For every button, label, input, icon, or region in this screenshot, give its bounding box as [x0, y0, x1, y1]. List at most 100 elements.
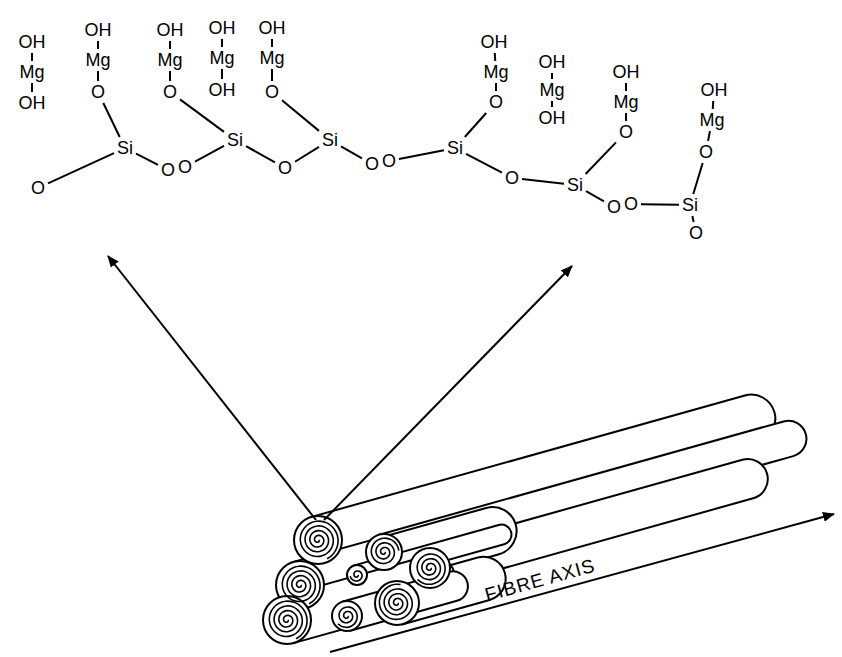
atom-symbol: OH	[209, 19, 236, 37]
atom-symbol: OH	[481, 33, 508, 51]
fibre-end	[347, 565, 367, 585]
fibre-end	[294, 516, 342, 564]
atom-symbol: OH	[19, 94, 46, 112]
atom-symbol: Mg	[157, 51, 182, 69]
pointer-arrows	[108, 256, 834, 652]
atom-symbol: Mg	[699, 111, 724, 129]
fibre-spiral	[282, 566, 320, 604]
atom-symbol: O	[163, 83, 177, 101]
fibre-end	[410, 548, 450, 588]
atom-symbol: Si	[682, 196, 698, 214]
bond-line	[271, 69, 273, 81]
atom-symbol: O	[689, 224, 703, 242]
bond-line	[692, 216, 693, 222]
fibre-spiral	[371, 538, 399, 563]
atom-symbol: O	[365, 155, 379, 173]
atom-symbol: OH	[613, 63, 640, 81]
fibre-end	[375, 581, 419, 625]
bond-line	[48, 153, 114, 183]
bond-line	[341, 146, 362, 158]
bond-line	[103, 103, 119, 137]
bond-line	[712, 101, 715, 109]
atom-symbol: Si	[227, 131, 243, 149]
bond-line	[466, 154, 502, 173]
atom-symbol: Mg	[613, 93, 638, 111]
atom-symbol: Mg	[539, 81, 564, 99]
bond-line	[195, 146, 224, 162]
bond-line	[641, 203, 679, 206]
atom-symbol: Si	[322, 131, 338, 149]
atom-symbol: O	[178, 158, 192, 176]
atom-symbol: O	[505, 169, 519, 187]
bond-line	[31, 53, 33, 61]
atom-symbol: O	[699, 143, 713, 161]
atom-symbol: Mg	[85, 51, 110, 69]
atom-symbol: O	[278, 159, 292, 177]
bond-line	[271, 39, 273, 47]
atom-symbol: O	[607, 198, 621, 216]
bond-line	[586, 142, 616, 174]
fibre-spiral	[269, 601, 307, 639]
bond-line	[180, 99, 224, 131]
atom-symbol: O	[91, 83, 105, 101]
bond-line	[693, 163, 702, 194]
bond-line	[221, 39, 223, 47]
atom-symbol: O	[382, 152, 396, 170]
atom-symbol: O	[265, 83, 279, 101]
atom-symbol: OH	[85, 21, 112, 39]
atom-symbol: O	[161, 161, 175, 179]
fibre-spiral	[338, 607, 357, 627]
atom-symbol: OH	[19, 33, 46, 51]
pointer-arrow	[324, 266, 572, 520]
bond-line	[169, 41, 171, 49]
bond-line	[399, 150, 444, 159]
atom-symbol: Mg	[209, 49, 234, 67]
bond-line	[625, 83, 627, 91]
bond-line	[551, 73, 553, 79]
bond-line	[586, 191, 604, 201]
atom-symbol: O	[619, 123, 633, 141]
atom-symbol: O	[624, 195, 638, 213]
fibre-end	[332, 601, 362, 631]
bond-line	[246, 146, 275, 162]
atom-symbol: Mg	[483, 63, 508, 81]
atom-symbol: OH	[157, 21, 184, 39]
bond-line	[282, 100, 319, 131]
atom-symbol: Si	[117, 139, 133, 157]
pointer-arrow	[108, 256, 316, 520]
atom-symbol: OH	[259, 19, 286, 37]
bond-line	[494, 53, 497, 61]
bond-line	[97, 41, 99, 49]
bond-line	[465, 113, 486, 137]
atom-symbol: OH	[701, 81, 728, 99]
bond-line	[136, 154, 158, 165]
fibre-bundle	[263, 395, 806, 644]
atom-symbol: O	[31, 179, 45, 197]
fibre-spiral	[379, 584, 412, 619]
atom-symbol: Mg	[19, 63, 44, 81]
bond-line	[625, 113, 627, 121]
bond-line	[221, 69, 223, 79]
fibre-spiral	[350, 571, 362, 581]
bond-line	[295, 147, 319, 162]
bond-line	[551, 101, 553, 107]
bond-line	[708, 131, 710, 141]
bond-lines	[32, 39, 713, 222]
atom-symbol: Si	[567, 176, 583, 194]
atom-symbol: OH	[209, 81, 236, 99]
fibre-spiral	[300, 521, 338, 559]
atom-symbol: OH	[539, 53, 566, 71]
atom-symbol: Si	[447, 139, 463, 157]
fibre-spiral	[417, 554, 445, 584]
bond-line	[495, 83, 497, 91]
bond-line	[31, 83, 33, 92]
axis-arrow	[330, 514, 834, 652]
fibre-end	[263, 596, 311, 644]
fibre-end	[366, 534, 402, 570]
atom-symbol: Mg	[259, 49, 284, 67]
atom-symbol: OH	[539, 109, 566, 127]
bond-line	[169, 71, 171, 81]
atom-symbol: O	[489, 93, 503, 111]
bond-line	[97, 71, 99, 81]
